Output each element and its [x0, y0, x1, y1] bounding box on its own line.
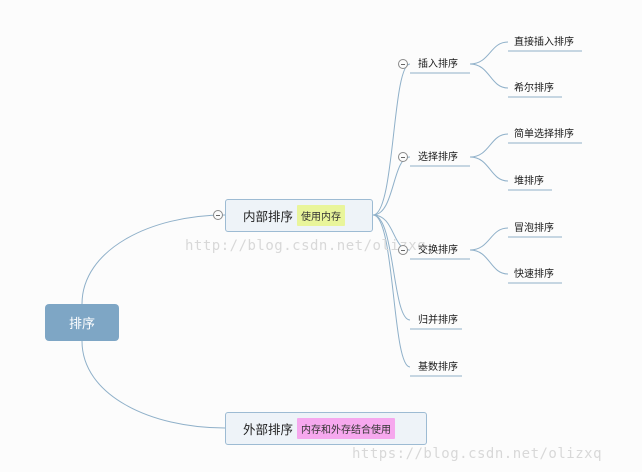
- external-sort-tag: 内存和外存结合使用: [297, 418, 396, 439]
- watermark-corner: https://blog.csdn.net/olizxq: [352, 446, 603, 462]
- connector-internal-merge: [372, 214, 411, 321]
- collapse-swap-icon[interactable]: [398, 245, 408, 255]
- connector-select-heap: [469, 156, 509, 182]
- collapse-insert-icon[interactable]: [398, 59, 408, 69]
- connector-select-simple: [469, 133, 509, 158]
- external-sort-label: 外部排序: [243, 422, 294, 437]
- root-node-label: 排序: [68, 317, 95, 332]
- connector-root-internal: [81, 214, 226, 305]
- node-simple-select-sort[interactable]: 简单选择排序: [514, 129, 574, 140]
- node-heap-sort[interactable]: 堆排序: [514, 176, 544, 187]
- watermark-center: http://blog.csdn.net/olizxq: [185, 238, 427, 254]
- node-swap-sort[interactable]: 交换排序: [418, 245, 458, 256]
- node-shell-sort[interactable]: 希尔排序: [514, 83, 554, 94]
- node-quick-sort[interactable]: 快速排序: [514, 269, 554, 280]
- connector-insert-shell: [469, 63, 509, 89]
- internal-sort-tag: 使用内存: [297, 205, 346, 226]
- external-sort-node[interactable]: 外部排序 内存和外存结合使用: [225, 412, 427, 445]
- connector-swap-quick: [469, 249, 509, 275]
- connector-internal-insert: [372, 63, 411, 216]
- node-insert-sort[interactable]: 插入排序: [418, 59, 458, 70]
- connector-insert-direct: [469, 41, 509, 65]
- connector-root-external: [81, 340, 226, 429]
- connector-internal-radix: [372, 214, 411, 368]
- node-select-sort[interactable]: 选择排序: [418, 152, 458, 163]
- collapse-select-icon[interactable]: [398, 152, 408, 162]
- root-node[interactable]: 排序: [45, 304, 119, 341]
- node-direct-insert-sort[interactable]: 直接插入排序: [514, 37, 574, 48]
- internal-sort-node[interactable]: 内部排序 使用内存: [225, 199, 373, 232]
- collapse-internal-icon[interactable]: [213, 210, 223, 220]
- node-merge-sort[interactable]: 归并排序: [418, 315, 458, 326]
- node-radix-sort[interactable]: 基数排序: [418, 362, 458, 373]
- internal-sort-label: 内部排序: [243, 209, 294, 224]
- connector-internal-select: [372, 156, 411, 216]
- connector-swap-bubble: [469, 227, 509, 251]
- node-bubble-sort[interactable]: 冒泡排序: [514, 223, 554, 234]
